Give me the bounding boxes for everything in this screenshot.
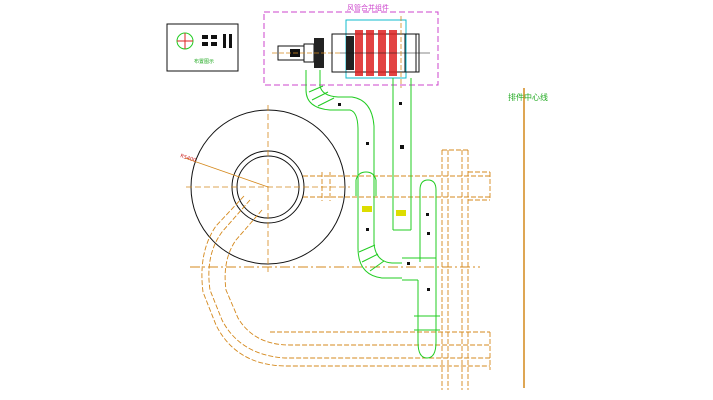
legend-label: 布置图示 xyxy=(194,58,214,65)
green-duct xyxy=(305,70,440,359)
fan-assembly xyxy=(272,16,430,88)
vessel-plan: R5400 xyxy=(179,105,350,272)
legend-box: 布置图示 xyxy=(166,23,239,72)
centerline: 排件中心线 xyxy=(508,88,548,388)
radius-dim: R5400 xyxy=(179,153,196,164)
assembly-title: 风管合并组件 xyxy=(347,3,389,12)
orange-ducts xyxy=(190,149,491,390)
centerline-label: 排件中心线 xyxy=(508,92,548,102)
duct-markers xyxy=(338,102,430,291)
assembly-frame: 风管合并组件 xyxy=(263,3,439,86)
